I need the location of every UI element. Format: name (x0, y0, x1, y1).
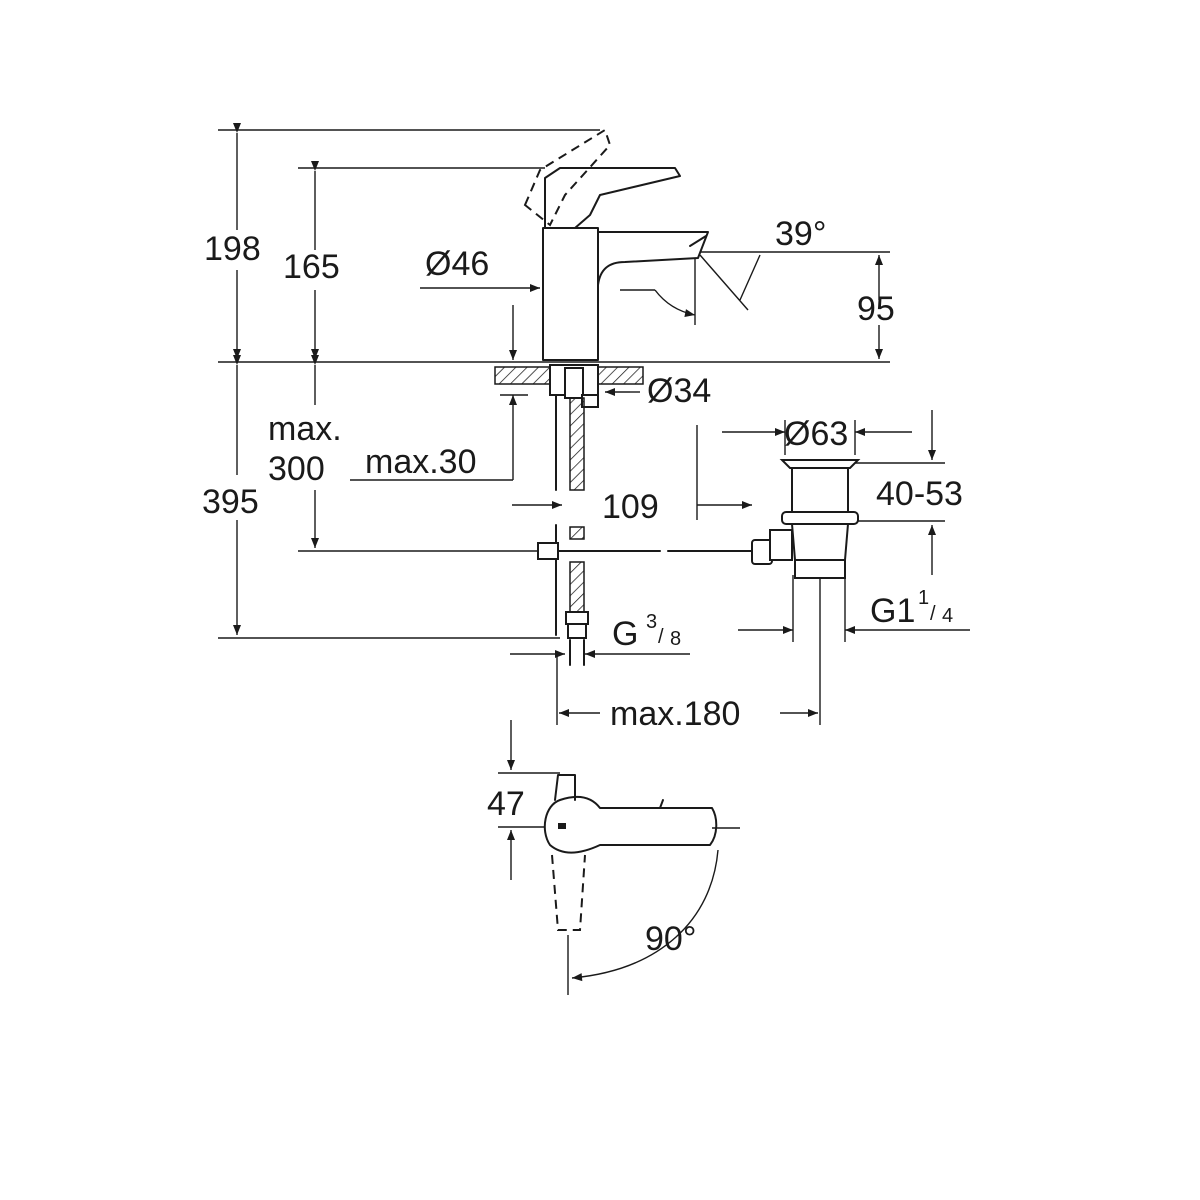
label-g: G (612, 615, 638, 653)
label-max: max. (268, 410, 342, 448)
label-max30: max.30 (365, 443, 477, 481)
deck-section (494, 364, 644, 408)
drain-waste (769, 459, 861, 579)
dimension-max30 (350, 305, 528, 481)
label-109: 109 (602, 488, 659, 526)
faucet-top-view (498, 720, 740, 995)
label-g-numerator: 3 (646, 611, 657, 633)
label-95: 95 (857, 290, 895, 328)
dimension-g1-1-4 (738, 575, 970, 642)
popup-rod (537, 539, 773, 565)
faucet-side-view (523, 128, 761, 361)
label-g1-slash: / (930, 603, 936, 625)
label-198: 198 (204, 230, 261, 268)
dimension-d63 (722, 420, 912, 455)
label-g-denominator: 8 (670, 628, 681, 650)
dimension-109 (512, 425, 752, 520)
label-40-53: 40-53 (876, 475, 963, 513)
label-max180: max.180 (610, 695, 740, 733)
label-39-degree: 39° (775, 215, 826, 253)
label-d63: Ø63 (784, 415, 848, 453)
label-g-slash: / (658, 626, 664, 648)
label-g1-denominator: 4 (942, 605, 953, 627)
label-395: 395 (202, 483, 259, 521)
label-d46: Ø46 (425, 245, 489, 283)
label-d34: Ø34 (647, 372, 711, 410)
dimension-max180 (556, 565, 821, 725)
label-47: 47 (487, 785, 525, 823)
extension-lines (218, 129, 890, 639)
supply-hoses (555, 394, 589, 666)
label-165: 165 (283, 248, 340, 286)
label-g1-numerator: 1 (918, 587, 929, 609)
dimension-labels: 198 165 Ø46 39° 95 Ø34 max. 300 max.30 3… (202, 215, 963, 958)
label-90-degree: 90° (645, 920, 696, 958)
label-g1: G1 (870, 592, 915, 630)
label-300: 300 (268, 450, 325, 488)
